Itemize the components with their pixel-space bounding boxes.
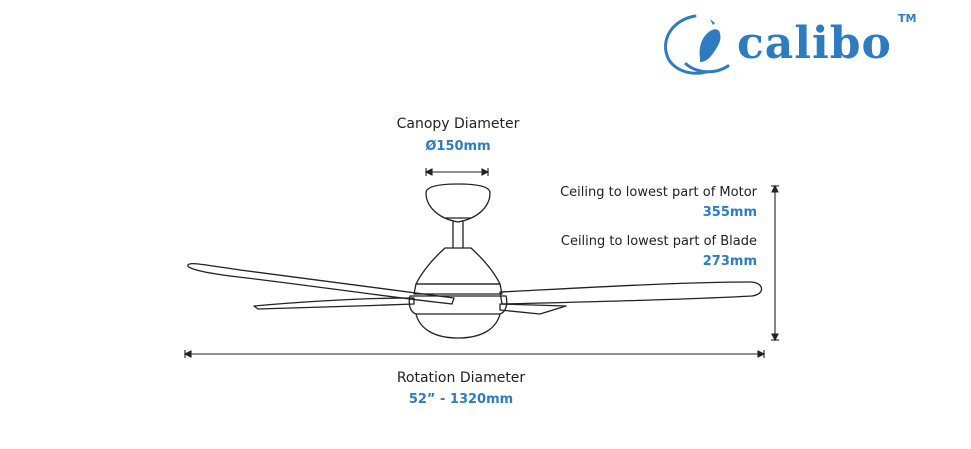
motor-height-value: 355mm: [702, 205, 757, 220]
canopy-shape: [425, 183, 491, 223]
rotation-diameter-value: 52” - 1320mm: [408, 392, 514, 407]
downrod: [452, 221, 464, 249]
blade-height-value: 273mm: [702, 254, 757, 269]
brand-wordmark: calibo: [737, 18, 892, 69]
light-kit: [408, 295, 508, 315]
blade-right-lower: [499, 303, 567, 315]
blade-height-label: Ceiling to lowest part of Blade: [560, 234, 757, 249]
motor-housing: [415, 247, 501, 285]
blade-right: [499, 281, 763, 305]
canopy-diameter-value: Ø150mm: [425, 139, 491, 154]
trademark-mark: TM: [898, 12, 917, 25]
canopy-diameter-label: Canopy Diameter: [396, 116, 520, 132]
motor-height-label: Ceiling to lowest part of Motor: [560, 185, 757, 200]
rotation-diameter-label: Rotation Diameter: [396, 370, 526, 386]
blade-left-lower: [253, 297, 415, 310]
blade-left-upper: [187, 263, 455, 305]
